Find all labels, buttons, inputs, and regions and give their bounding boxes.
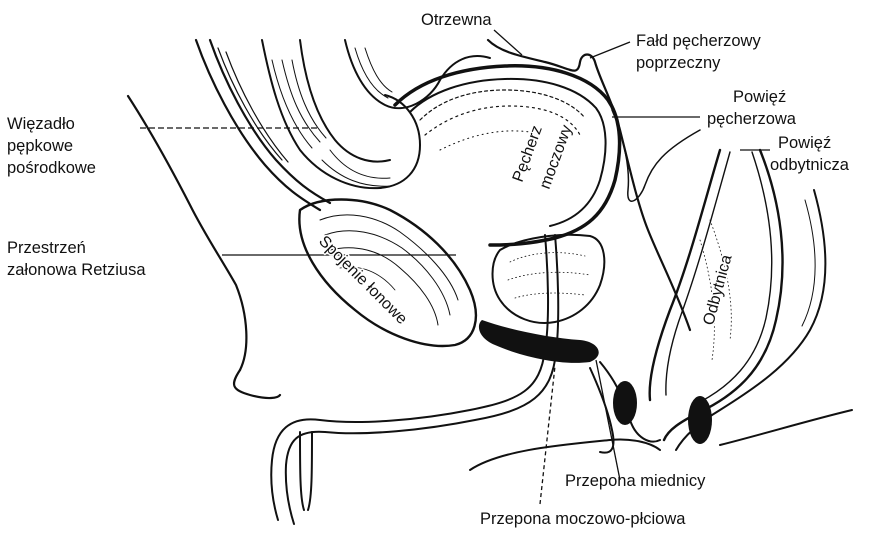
urethra <box>271 235 558 524</box>
vesical-fascia <box>612 110 700 201</box>
label-przepona-miednicy: Przepona miednicy <box>565 472 706 490</box>
label-fald-poprzeczny: poprzeczny <box>636 54 721 72</box>
rectum <box>650 150 826 450</box>
label-wiezadlo-1: Więzadło <box>7 115 75 133</box>
label-powiez-pecherzowa-2: pęcherzowa <box>707 110 797 128</box>
label-otrzewna: Otrzewna <box>421 11 492 29</box>
label-spojenie-lonowe: Spojenie łonowe <box>315 233 410 328</box>
label-przestrzen-1: Przestrzeń <box>7 239 86 257</box>
label-wiezadlo-3: pośrodkowe <box>7 159 96 177</box>
leader-lines <box>140 30 770 504</box>
label-przepona-moczowo-plciowa: Przepona moczowo-płciowa <box>480 510 686 528</box>
bowel-loops <box>262 40 490 188</box>
urogenital-diaphragm <box>479 320 599 363</box>
label-powiez-pecherzowa-1: Powięź <box>733 88 786 106</box>
bladder <box>395 66 620 245</box>
label-powiez-odbytnicza-1: Powięź <box>778 134 831 152</box>
label-powiez-odbytnicza-2: odbytnicza <box>770 156 850 174</box>
pelvic-diaphragm <box>470 362 852 470</box>
label-wiezadlo-2: pępkowe <box>7 137 73 155</box>
label-odbytnica: Odbytnica <box>700 253 735 327</box>
label-fald-pecherzowy: Fałd pęcherzowy <box>636 32 761 50</box>
pubic-symphysis <box>299 200 476 346</box>
label-przestrzen-2: załonowa Retziusa <box>7 261 146 279</box>
labels: Otrzewna Fałd pęcherzowy poprzeczny Powi… <box>7 11 850 528</box>
